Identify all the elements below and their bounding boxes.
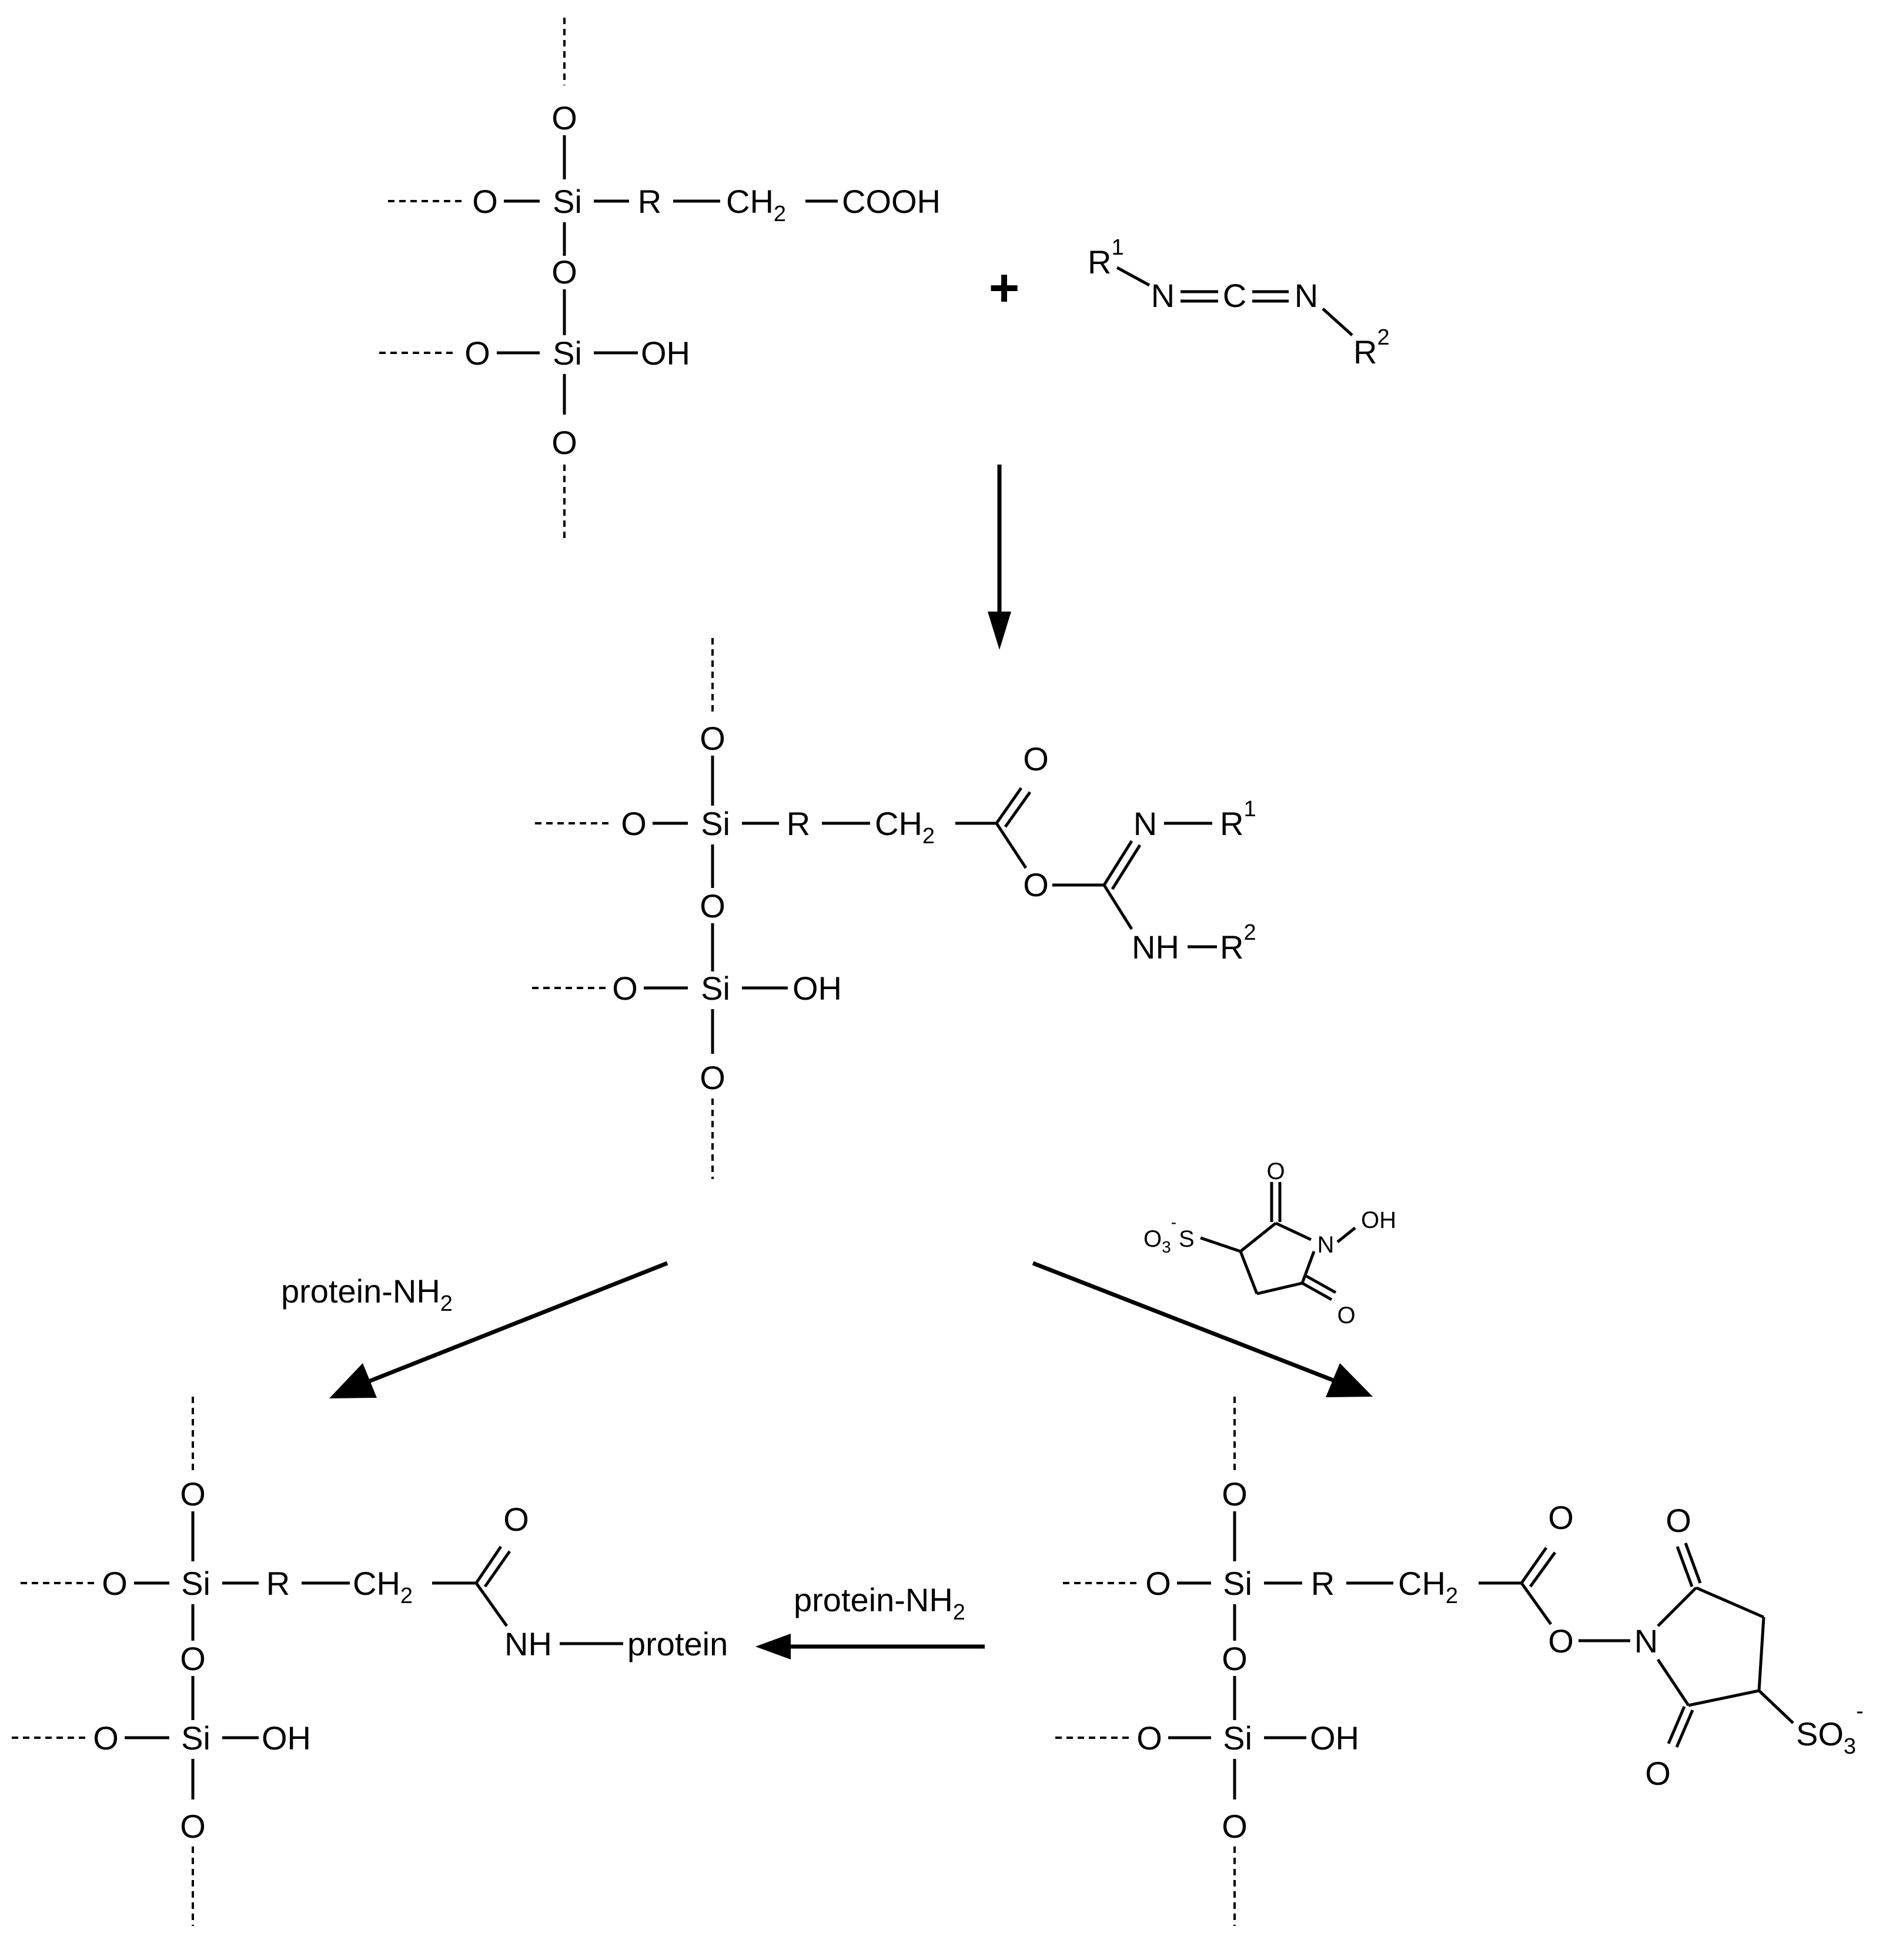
nitrogen-atom: N (1295, 277, 1318, 314)
reaction-arrow-left: protein-NH2 (281, 1261, 668, 1398)
nitrogen-atom: N (1317, 1232, 1335, 1258)
oxygen-atom: O (621, 805, 647, 842)
oxygen-atom: O (102, 1565, 128, 1602)
oxygen-atom: O (1222, 1640, 1248, 1677)
carbon-atom: C (1223, 277, 1246, 314)
r-group: R (638, 183, 661, 220)
hydroxyl-group: OH (262, 1719, 311, 1757)
product-sulfo-nhs-ester: O O Si R CH2 O O N O O SO3- O O (1055, 1397, 1864, 1926)
methylene-group: CH2 (353, 1565, 413, 1608)
oxygen-atom: O (1222, 1475, 1248, 1512)
methylene-group: CH2 (875, 805, 935, 849)
reactant-silica-carboxylic-acid: O O Si R CH2 COOH O O Si OH O (379, 18, 941, 541)
oxygen-atom: O (93, 1719, 119, 1757)
hydroxyl-group: OH (1310, 1719, 1359, 1757)
protein-label: protein (627, 1625, 728, 1662)
oxygen-atom: O (700, 887, 725, 924)
carboxyl-group: COOH (842, 183, 941, 220)
r-group: R (1311, 1565, 1335, 1602)
oxygen-atom: O (180, 1475, 206, 1512)
amine-nh: NH (1132, 929, 1179, 966)
amide-nh: NH (504, 1625, 552, 1662)
silicon-atom: Si (181, 1565, 210, 1602)
silicon-atom: Si (1223, 1565, 1252, 1602)
intermediate-o-acylisourea: O O Si R CH2 O O N R1 NH R2 O O Si OH (532, 638, 1256, 1179)
hydroxyl-group: OH (792, 970, 842, 1007)
oxygen-atom: O (551, 424, 577, 461)
silicon-atom: Si (1223, 1719, 1252, 1757)
carbonyl-oxygen: O (1337, 1303, 1355, 1328)
silicon-atom: Si (181, 1719, 210, 1757)
carbonyl-oxygen: O (1266, 1158, 1285, 1184)
carbonyl-oxygen: O (1645, 1755, 1671, 1792)
oxygen-atom: O (551, 99, 577, 136)
ester-oxygen: O (1548, 1622, 1574, 1660)
hydroxyl-group: OH (641, 335, 690, 372)
carbonyl-oxygen: O (1666, 1502, 1691, 1539)
oxygen-atom: O (700, 1059, 725, 1096)
sulfonate-group: SO3- (1796, 1699, 1864, 1759)
r1-group: R1 (1088, 235, 1124, 281)
oxygen-atom: O (472, 183, 498, 220)
oxygen-atom: O (464, 335, 490, 372)
reaction-arrow-right (1032, 1261, 1373, 1397)
silicon-atom: Si (553, 335, 582, 372)
plus-sign: + (989, 259, 1020, 318)
r-group: R (266, 1565, 290, 1602)
carbonyl-oxygen: O (1548, 1499, 1574, 1536)
r1-group: R1 (1220, 797, 1256, 842)
oxygen-atom: O (551, 253, 577, 291)
carbonyl-oxygen: O (1023, 740, 1049, 777)
silicon-atom: Si (701, 970, 730, 1007)
methylene-group: CH2 (1398, 1565, 1458, 1608)
oxygen-atom: O (1222, 1808, 1248, 1845)
methylene-group: CH2 (726, 183, 786, 226)
carbonyl-oxygen: O (503, 1501, 529, 1538)
arrow-label-protein-nh2: protein-NH2 (794, 1581, 965, 1625)
oxygen-atom: O (1136, 1719, 1162, 1757)
sulfonate-group: O3-S (1143, 1213, 1195, 1256)
oxygen-atom: O (180, 1640, 206, 1677)
r2-group: R2 (1220, 920, 1256, 966)
silicon-atom: Si (553, 183, 582, 220)
arrow-label-protein-nh2: protein-NH2 (281, 1273, 453, 1316)
reagent-sulfo-nhs: O3-S O O N OH (1143, 1158, 1396, 1328)
oxygen-atom: O (612, 970, 638, 1007)
r-group: R (787, 805, 810, 842)
ester-oxygen: O (1023, 866, 1049, 903)
silicon-atom: Si (701, 805, 730, 842)
reaction-arrow-bottom: protein-NH2 (755, 1581, 985, 1660)
nitrogen-atom: N (1133, 805, 1157, 842)
oxygen-atom: O (1145, 1565, 1171, 1602)
nitrogen-atom: N (1151, 277, 1175, 314)
reactant-carbodiimide: R1 N C N R2 (1088, 235, 1390, 370)
imide-nitrogen: N (1634, 1622, 1658, 1660)
reaction-arrow-down (988, 465, 1011, 650)
r2-group: R2 (1353, 325, 1390, 370)
hydroxyl-group: OH (1361, 1207, 1396, 1233)
oxygen-atom: O (180, 1808, 206, 1845)
product-amide-protein: O O Si R CH2 O NH protein O O Si OH O (12, 1397, 728, 1926)
oxygen-atom: O (700, 720, 725, 757)
